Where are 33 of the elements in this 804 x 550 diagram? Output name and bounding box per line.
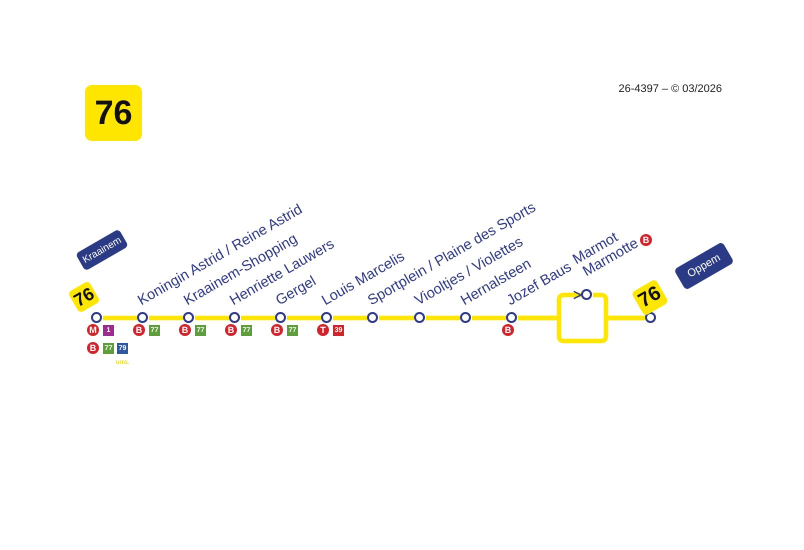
stop-circle — [229, 312, 240, 323]
stop-circle — [581, 289, 592, 300]
mode-badge: B — [640, 234, 652, 246]
route-line — [287, 316, 321, 320]
reference-text: 26-4397 – © 03/2026 — [618, 83, 722, 95]
stop-circle — [183, 312, 194, 323]
mode-badge: B — [87, 342, 99, 354]
mode-badge: M — [87, 324, 99, 336]
stop-circle — [367, 312, 378, 323]
route-line — [149, 316, 183, 320]
line-number-badge: 76 — [68, 280, 100, 314]
stop-circle — [91, 312, 102, 323]
route-line — [518, 316, 645, 344]
stop-circle — [137, 312, 148, 323]
stop-circle — [321, 312, 332, 323]
route-line — [333, 316, 367, 320]
mode-badge: B — [271, 324, 283, 336]
route-line — [241, 316, 275, 320]
route-line — [195, 316, 229, 320]
stop-circle — [460, 312, 471, 323]
stop-circle — [506, 312, 517, 323]
mode-badge: B — [179, 324, 191, 336]
mode-badge: B — [133, 324, 145, 336]
route-line — [472, 316, 506, 320]
mode-badge: T — [317, 324, 329, 336]
mode-badge: B — [225, 324, 237, 336]
stop-circle — [275, 312, 286, 323]
line-number-badge: 76 — [631, 278, 669, 316]
line-number-badge: 76 — [85, 85, 142, 141]
route-line — [426, 316, 460, 320]
mode-badge: B — [502, 324, 514, 336]
route-line — [379, 316, 414, 320]
stop-circle — [414, 312, 425, 323]
